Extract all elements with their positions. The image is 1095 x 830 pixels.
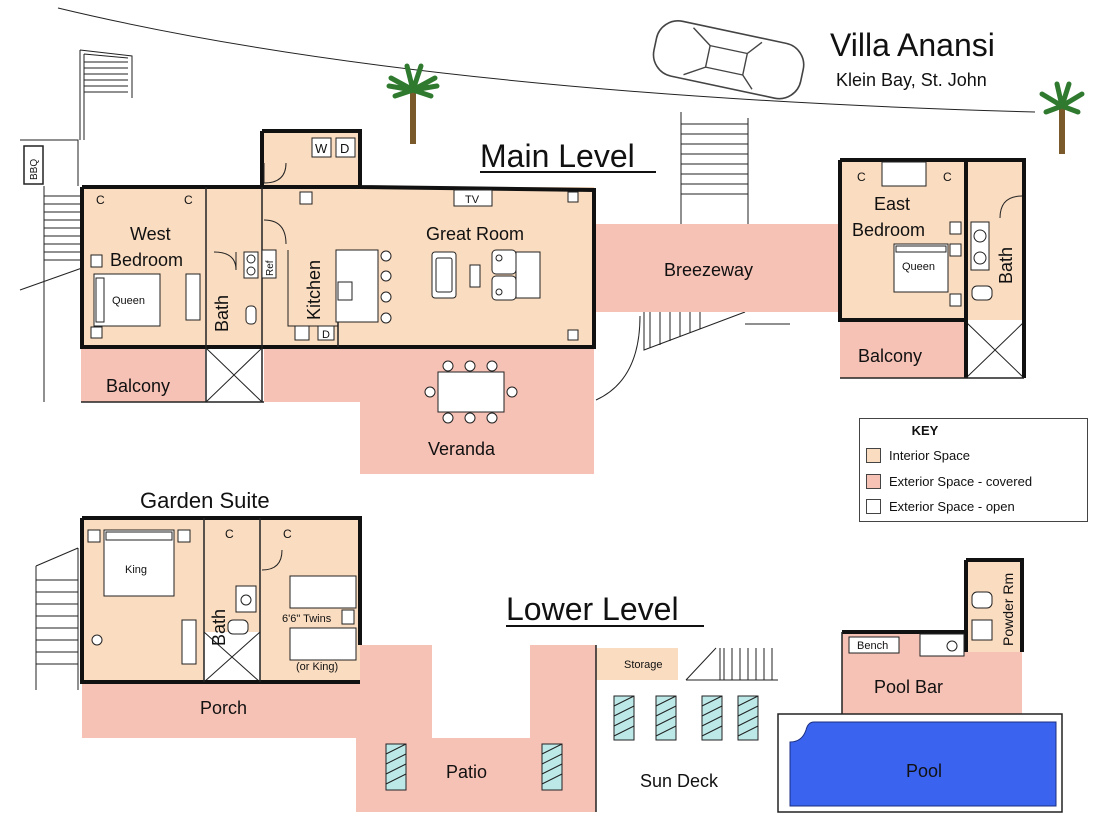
lounge-chair-icon — [385, 743, 407, 791]
west-toilet — [245, 305, 257, 325]
west-balcony-label: Balcony — [106, 376, 170, 396]
legend-label: Interior Space — [889, 447, 970, 463]
closet-label: C — [225, 527, 234, 541]
garden-stairs — [35, 547, 79, 690]
road-line — [57, 7, 1036, 113]
legend-swatch — [866, 473, 881, 489]
porch-label: Porch — [200, 698, 247, 718]
great-room-label: Great Room — [426, 224, 524, 244]
east-bedroom — [840, 160, 966, 320]
patio-label: Patio — [446, 762, 487, 782]
veranda-label: Veranda — [428, 439, 496, 459]
west-balcony — [81, 348, 205, 402]
sun-deck-stairs — [685, 647, 778, 681]
pool-bar-label: Pool Bar — [874, 677, 943, 697]
sofa — [431, 251, 457, 299]
lounge-chair-icon — [737, 695, 759, 741]
powder-room-label: Powder Rm — [1000, 573, 1016, 646]
twin-beds — [289, 575, 357, 661]
garden-suite-label: Garden Suite — [140, 488, 270, 513]
storage — [596, 648, 678, 680]
bbq-grill: BBQ — [23, 145, 44, 185]
west-bed-label: Queen — [112, 295, 145, 307]
bbq-label: BBQ — [29, 159, 40, 180]
king-bed-label: King — [125, 564, 147, 576]
east-bedroom-label: Bedroom — [852, 220, 925, 240]
west-bedroom-label: Bedroom — [110, 250, 183, 270]
porch — [82, 645, 596, 812]
east-bath-label: Bath — [996, 247, 1016, 284]
breezeway — [596, 224, 840, 312]
east-queen-bed: Queen — [893, 243, 949, 293]
legend-item-interior: Interior Space — [866, 445, 970, 465]
east-balcony — [840, 320, 966, 378]
twins-label: (or King) — [296, 661, 338, 673]
garden-toilet — [227, 619, 249, 635]
west-queen-bed: Queen — [93, 273, 161, 327]
legend-box: KEY Interior Space Exterior Space - cove… — [859, 418, 1088, 522]
west-sink — [243, 251, 259, 279]
west-stairs — [19, 49, 133, 402]
veranda-dining-table — [424, 360, 518, 424]
pool — [789, 721, 1057, 807]
bench-label: Bench — [857, 640, 888, 652]
lower-level-heading: Lower Level — [506, 591, 679, 627]
kitchen-island — [335, 249, 392, 324]
palm-tree-icon — [1039, 81, 1085, 154]
great-room — [338, 187, 594, 347]
main-level-heading: Main Level — [480, 138, 635, 174]
storage-label: Storage — [624, 659, 663, 671]
king-bed: King — [103, 529, 175, 597]
lounge-chair-icon — [701, 695, 723, 741]
kitchen-label: Kitchen — [304, 260, 324, 320]
lounge-chair-icon — [613, 695, 635, 741]
east-sink — [970, 221, 990, 271]
sun-deck-label: Sun Deck — [640, 771, 719, 791]
tv-label: TV — [465, 194, 480, 206]
legend-title: KEY — [911, 423, 939, 438]
pool-label: Pool — [906, 761, 942, 781]
closet-label: C — [184, 193, 193, 207]
legend-swatch — [866, 498, 881, 514]
villa-title: Villa Anansi — [830, 27, 995, 63]
legend-label: Exterior Space - open — [889, 498, 1015, 514]
garden-bath-label: Bath — [209, 609, 229, 646]
west-bath-label: Bath — [212, 295, 232, 332]
fridge-label: Ref — [265, 260, 276, 276]
veranda — [264, 348, 594, 474]
lounge-chair-icon — [655, 695, 677, 741]
legend-item-covered: Exterior Space - covered — [866, 471, 1032, 491]
closet-label: C — [857, 170, 866, 184]
closet-label: C — [943, 170, 952, 184]
east-bed-label: Queen — [902, 261, 935, 273]
dishwasher-label: D — [322, 329, 330, 341]
villa-subtitle: Klein Bay, St. John — [836, 70, 987, 90]
garden-sink — [235, 585, 257, 613]
twins-label: 6'6" Twins — [282, 613, 332, 625]
east-toilet — [971, 285, 993, 301]
legend-item-open: Exterior Space - open — [866, 496, 1015, 516]
legend-label: Exterior Space - covered — [889, 473, 1033, 489]
dryer-label: D — [340, 141, 349, 156]
west-bedroom-label: West — [130, 224, 171, 244]
closet-label: C — [96, 193, 105, 207]
legend-swatch — [866, 447, 881, 463]
palm-tree-icon — [386, 63, 440, 144]
car-icon — [652, 20, 805, 100]
closet-label: C — [283, 527, 292, 541]
washer-label: W — [315, 141, 328, 156]
breezeway-label: Breezeway — [664, 260, 753, 280]
lounge-chair-icon — [541, 743, 563, 791]
east-bedroom-label: East — [874, 194, 910, 214]
center-stairs — [595, 112, 790, 401]
east-balcony-label: Balcony — [858, 346, 922, 366]
